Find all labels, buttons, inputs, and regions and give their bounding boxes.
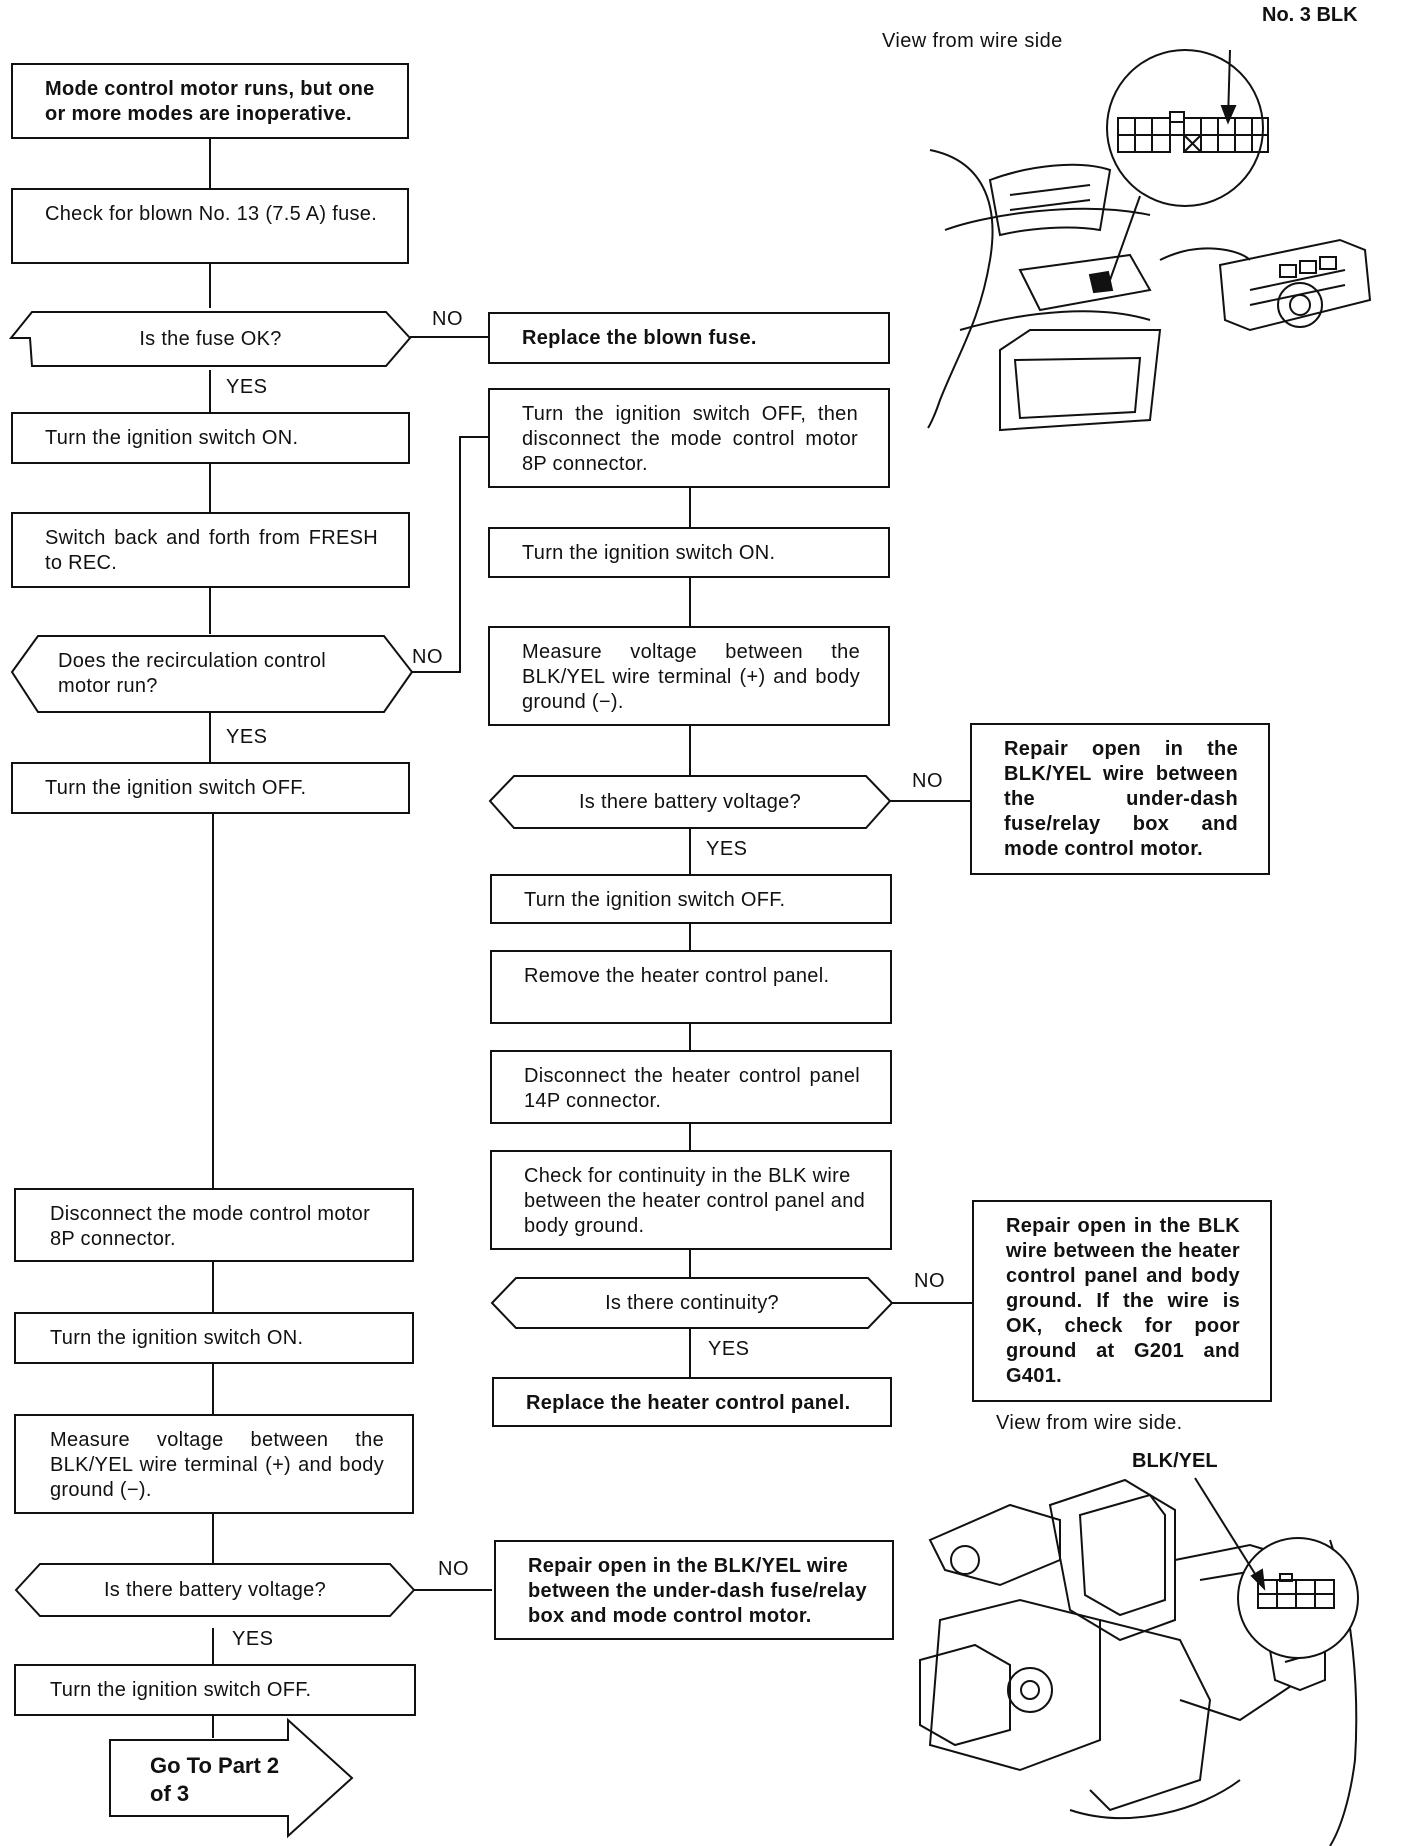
ign-on-2-text: Turn the ignition switch ON. (50, 1327, 304, 1349)
ign-on-box: Turn the ignition switch ON. (11, 412, 410, 464)
label-no: NO (438, 1558, 469, 1580)
ign-off-disc-text: Turn the ignition switch OFF, then disco… (522, 403, 858, 475)
goto-part-label: Go To Part 2 of 3 (150, 1753, 280, 1806)
label-no: NO (914, 1270, 945, 1292)
repair-blkyel-box: Repair open in the BLK/YEL wire between … (970, 723, 1270, 875)
start-box: Mode control motor runs, but one or more… (11, 63, 409, 139)
repair-blk-text: Repair open in the BLK wire between the … (1006, 1215, 1240, 1387)
switch-back-text: Switch back and forth from FRESH to REC. (45, 527, 378, 574)
q-batt-left-text: Is there battery voltage? (103, 1578, 327, 1601)
label-no: NO (432, 308, 463, 330)
top-view-caption: View from wire side (882, 30, 1063, 52)
ign-on-right-text: Turn the ignition switch ON. (522, 542, 776, 564)
repair-blkyel-left-box: Repair open in the BLK/YEL wire between … (494, 1540, 894, 1640)
remove-panel-text: Remove the heater control panel. (524, 965, 830, 987)
label-no: NO (412, 646, 443, 668)
q-recirc-run: Does the recirculation control motor run… (12, 636, 412, 712)
ign-off-2-box: Turn the ignition switch OFF. (14, 1664, 416, 1716)
q-fuse-ok-text: Is the fuse OK? (139, 327, 282, 350)
q-fuse-ok: Is the fuse OK? (11, 312, 410, 366)
q-recirc-run-text: Does the recirculation control motor run… (58, 650, 327, 697)
replace-fuse-box: Replace the blown fuse. (488, 312, 890, 364)
q-continuity-text: Is there continuity? (605, 1291, 779, 1314)
check-fuse-box: Check for blown No. 13 (7.5 A) fuse. (11, 188, 409, 264)
decision-batt-left (14, 1563, 416, 1617)
disc-14p-text: Disconnect the heater control panel 14P … (524, 1065, 860, 1112)
check-cont-box: Check for continuity in the BLK wire bet… (490, 1150, 892, 1250)
label-no: NO (912, 770, 943, 792)
ign-off-right-box: Turn the ignition switch OFF. (490, 874, 892, 924)
check-fuse-text: Check for blown No. 13 (7.5 A) fuse. (45, 203, 378, 225)
label-yes: YES (232, 1628, 274, 1650)
switch-back-box: Switch back and forth from FRESH to REC. (11, 512, 410, 588)
goto-arrow-shape (109, 1717, 354, 1839)
repair-blkyel-text: Repair open in the BLK/YEL wire between … (1004, 738, 1238, 860)
repair-blkyel-left-text: Repair open in the BLK/YEL wire between … (528, 1555, 867, 1627)
label-yes: YES (226, 376, 268, 398)
decision-batt-right (488, 775, 892, 829)
measure-right-text: Measure voltage between the BLK/YEL wire… (522, 641, 860, 713)
measure-left-box: Measure voltage between the BLK/YEL wire… (14, 1414, 414, 1514)
q-batt-right-text: Is there battery voltage? (578, 790, 802, 813)
ign-on-2-box: Turn the ignition switch ON. (14, 1312, 414, 1364)
label-yes: YES (706, 838, 748, 860)
ign-on-text: Turn the ignition switch ON. (45, 427, 299, 449)
replace-panel-box: Replace the heater control panel. (492, 1377, 892, 1427)
measure-left-text: Measure voltage between the BLK/YEL wire… (50, 1429, 384, 1501)
bottom-view-caption: View from wire side. (996, 1412, 1183, 1434)
ign-off-2-text: Turn the ignition switch OFF. (50, 1679, 312, 1701)
repair-blk-box: Repair open in the BLK wire between the … (972, 1200, 1272, 1402)
q-batt-left: Is there battery voltage? (16, 1564, 414, 1616)
disc-8p-text: Disconnect the mode control motor 8P con… (50, 1203, 371, 1250)
q-batt-right: Is there battery voltage? (490, 776, 890, 828)
connector-lines (209, 138, 972, 1738)
replace-panel-text: Replace the heater control panel. (526, 1392, 851, 1414)
decision-recirc-run (10, 635, 414, 713)
replace-fuse-text: Replace the blown fuse. (522, 327, 757, 349)
top-callout-no3-blk: No. 3 BLK (1262, 4, 1358, 26)
label-yes: YES (226, 726, 268, 748)
ign-off-right-text: Turn the ignition switch OFF. (524, 889, 786, 911)
ign-off-disc-box: Turn the ignition switch OFF, then disco… (488, 388, 890, 488)
disc-8p-box: Disconnect the mode control motor 8P con… (14, 1188, 414, 1262)
bottom-callout-blkyel: BLK/YEL (1132, 1450, 1218, 1472)
decision-fuse-ok (8, 311, 412, 367)
ign-off-text: Turn the ignition switch OFF. (45, 777, 307, 799)
q-continuity: Is there continuity? (492, 1278, 892, 1328)
start-text: Mode control motor runs, but one or more… (45, 78, 375, 125)
dashboard-illustration (927, 49, 1372, 432)
ign-on-right-box: Turn the ignition switch ON. (488, 527, 890, 578)
measure-right-box: Measure voltage between the BLK/YEL wire… (488, 626, 890, 726)
decision-continuity (490, 1277, 894, 1329)
check-cont-text: Check for continuity in the BLK wire bet… (524, 1165, 866, 1237)
ign-off-box: Turn the ignition switch OFF. (11, 762, 410, 814)
heater-unit-illustration (919, 1477, 1359, 1846)
disc-14p-box: Disconnect the heater control panel 14P … (490, 1050, 892, 1124)
remove-panel-box: Remove the heater control panel. (490, 950, 892, 1024)
label-yes: YES (708, 1338, 750, 1360)
decision-shapes (8, 311, 894, 1617)
